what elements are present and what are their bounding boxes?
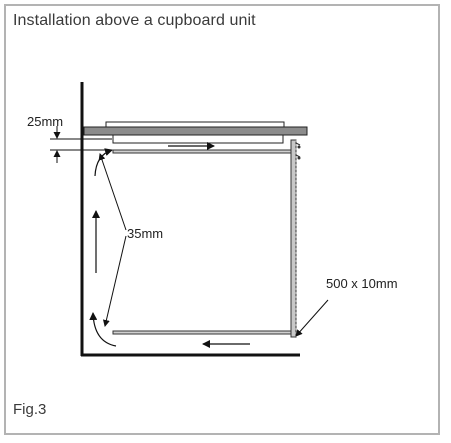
worktop	[83, 126, 308, 136]
oven-bottom-panel	[112, 330, 292, 335]
top-gap-label: 25mm	[27, 114, 63, 129]
figure-label: Fig.3	[13, 401, 47, 418]
side-gap-label: 35mm	[127, 226, 163, 241]
diagram-frame	[4, 4, 440, 435]
airflow-curve-bottom	[89, 312, 117, 347]
diagram-title: Installation above a cupboard unit	[13, 12, 256, 29]
oven-top-panel	[112, 149, 292, 154]
oven-front	[290, 139, 297, 338]
hob-glass	[105, 121, 285, 128]
vent-label: 500 x 10mm	[326, 276, 398, 291]
hob-body	[112, 134, 284, 144]
